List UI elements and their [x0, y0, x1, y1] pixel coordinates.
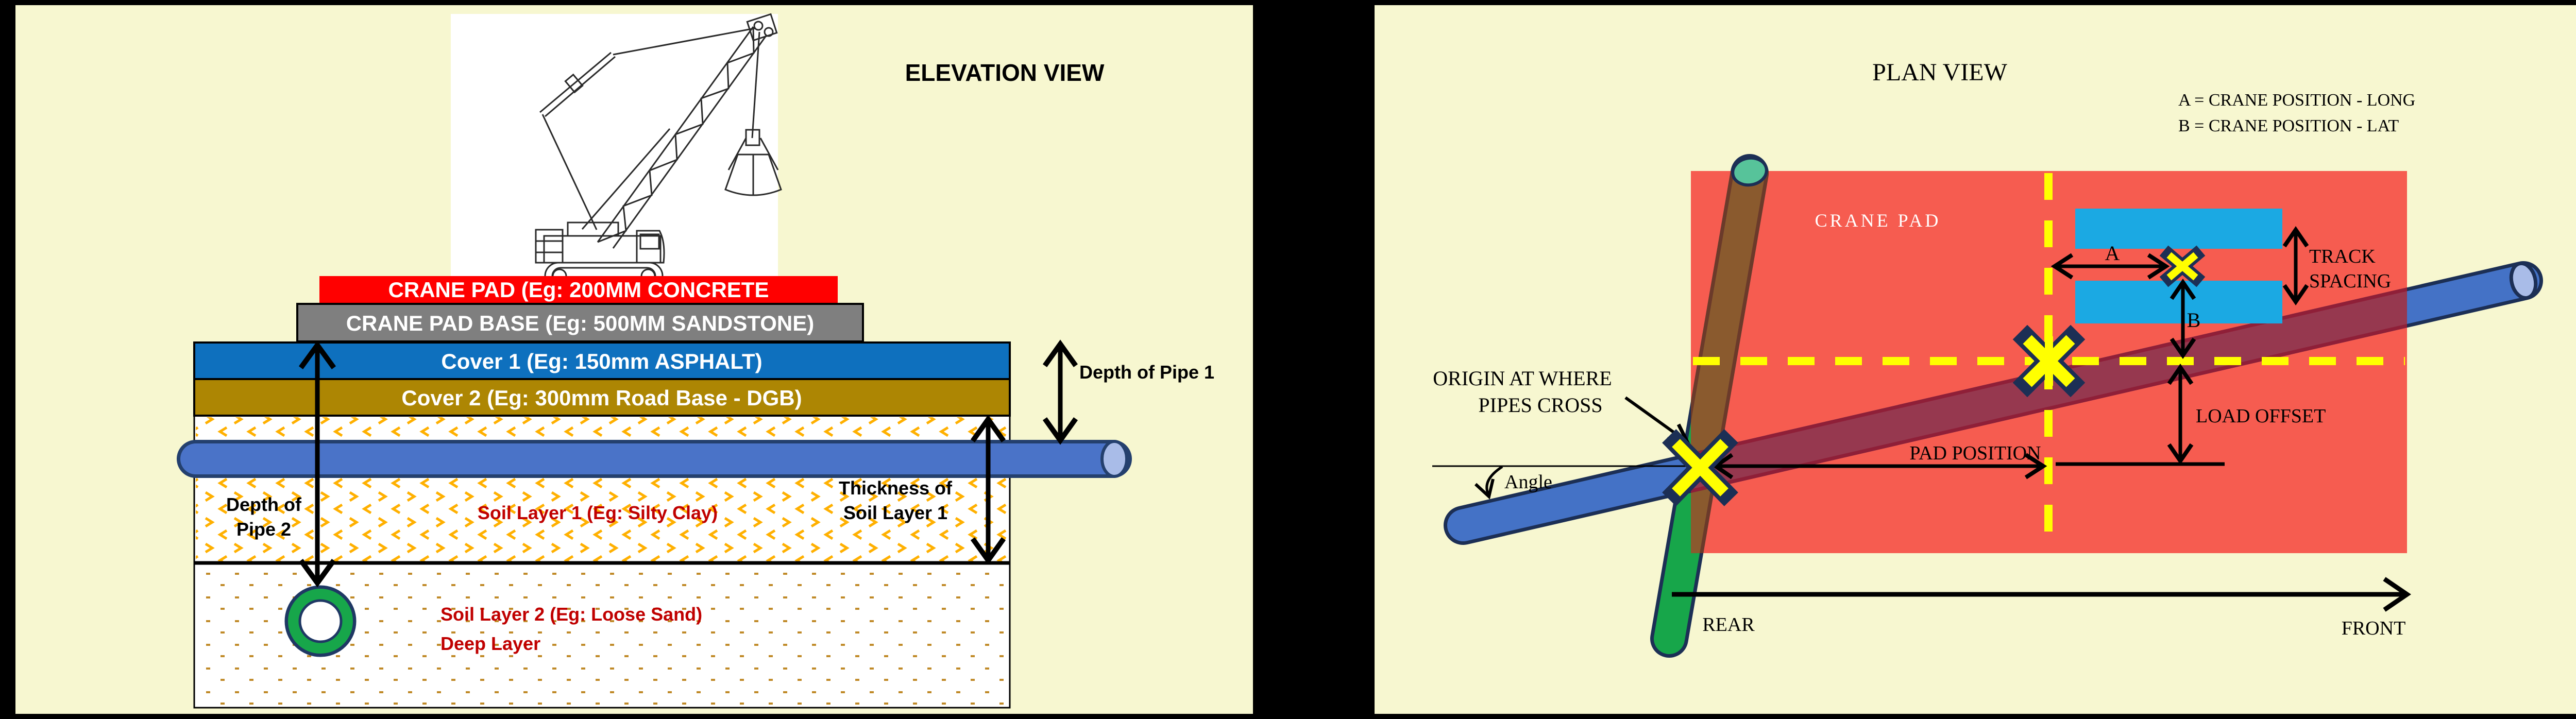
plan-title: PLAN VIEW: [1872, 59, 2007, 86]
depth-of-pipe-2-label-line1: Depth of: [226, 494, 302, 515]
crane-cab: [636, 230, 665, 264]
dim-a-label: A: [2105, 242, 2120, 265]
track-spacing-label-line1: TRACK: [2309, 246, 2376, 267]
elevation-dimension-arrows: [298, 339, 1078, 588]
rear-front-axis-arrow: [1672, 577, 2411, 612]
track-spacing-label-line2: SPACING: [2309, 270, 2391, 292]
angle-label: Angle: [1504, 471, 1552, 493]
depth-of-pipe-1-arrow: [1042, 339, 1078, 445]
layer-cover2-label: Cover 2 (Eg: 300mm Road Base - DGB): [401, 386, 802, 410]
pipe-1-end-cap: [1100, 440, 1128, 478]
angle-reference: [1432, 465, 1696, 500]
layer-cover1-label: Cover 1 (Eg: 150mm ASPHALT): [441, 349, 762, 373]
depth-of-pipe-1-label: Depth of Pipe 1: [1079, 362, 1214, 383]
angle-arc: [1485, 465, 1503, 495]
pipe-1-elevation: [177, 440, 1132, 478]
load-offset-arrow: [2167, 363, 2194, 465]
crane-position-marker: [2159, 245, 2206, 287]
dim-b-arrow: [2170, 278, 2196, 360]
angle-arc-arrowhead: [1474, 478, 1495, 500]
thickness-label-line1: Thickness of: [839, 477, 953, 499]
crane-boom-head: [746, 13, 778, 42]
elevation-view-panel: ELEVATION VIEW CRANE PAD (Eg: 200MM CONC…: [15, 5, 1253, 714]
track-spacing-arrow: [2282, 226, 2309, 306]
layer-crane-pad-base-label: CRANE PAD BASE (Eg: 500MM SANDSTONE): [346, 311, 815, 335]
dim-a-arrow: [2050, 253, 2170, 280]
plan-dimension-arrows: [1432, 226, 2411, 612]
rear-label: REAR: [1702, 614, 1755, 636]
layer-stack: CRANE PAD (Eg: 200MM CONCRETE CRANE PAD …: [193, 276, 1011, 417]
soil-layer-1-label: Soil Layer 1 (Eg: Silty Clay): [478, 502, 718, 523]
thickness-label-line2: Soil Layer 1: [843, 502, 947, 523]
crane-track-top: [2075, 209, 2282, 249]
soil-layer-2-label-line1: Soil Layer 2 (Eg: Loose Sand): [440, 604, 702, 625]
layer-crane-pad-base: [296, 303, 864, 343]
load-offset-label: LOAD OFFSET: [2196, 405, 2326, 427]
pipe-2-plan: [1650, 154, 1769, 658]
depth-of-pipe-2-label-line2: Pipe 2: [236, 519, 291, 540]
dim-b-label: B: [2187, 309, 2201, 332]
plan-crane-pad-label: CRANE PAD: [1815, 210, 1941, 231]
pad-position-label: PAD POSITION: [1909, 442, 2041, 464]
origin-marker: [1662, 429, 1738, 506]
soil-layer-2-label-line2: Deep Layer: [440, 633, 540, 654]
layer-crane-pad-label: CRANE PAD (Eg: 200MM CONCRETE: [388, 278, 769, 302]
thickness-of-soil-layer-1-arrow: [970, 415, 1006, 565]
layer-crane-pad: [319, 276, 838, 303]
legend-crane-position-lat: B = CRANE POSITION - LAT: [2178, 116, 2399, 135]
plan-view-panel: CRANE PAD PLAN VIEW A = CRANE POSITION -…: [1375, 5, 2576, 714]
pipe-2-plan-end-cap: [1731, 156, 1768, 187]
pad-position-marker: [2012, 324, 2086, 398]
origin-label-line2: PIPES CROSS: [1478, 393, 1602, 417]
depth-of-pipe-2-arrow: [298, 340, 336, 588]
pipe-1-plan-end-cap: [2509, 261, 2538, 300]
pipe-2-cross-section: [284, 585, 357, 657]
crane-hoist-rope: [751, 31, 760, 139]
crane-gantry-strut: [539, 52, 612, 113]
origin-label-line1: ORIGIN AT WHERE: [1433, 367, 1612, 390]
elevation-title: ELEVATION VIEW: [905, 59, 1105, 86]
pipe-1-plan: [1444, 261, 2543, 545]
legend-crane-position-long: A = CRANE POSITION - LONG: [2178, 91, 2415, 110]
crane-grab-bucket: [724, 153, 782, 196]
crane-hook-block: [745, 129, 760, 146]
front-label: FRONT: [2342, 618, 2406, 639]
pad-position-arrow: [1711, 453, 2225, 480]
